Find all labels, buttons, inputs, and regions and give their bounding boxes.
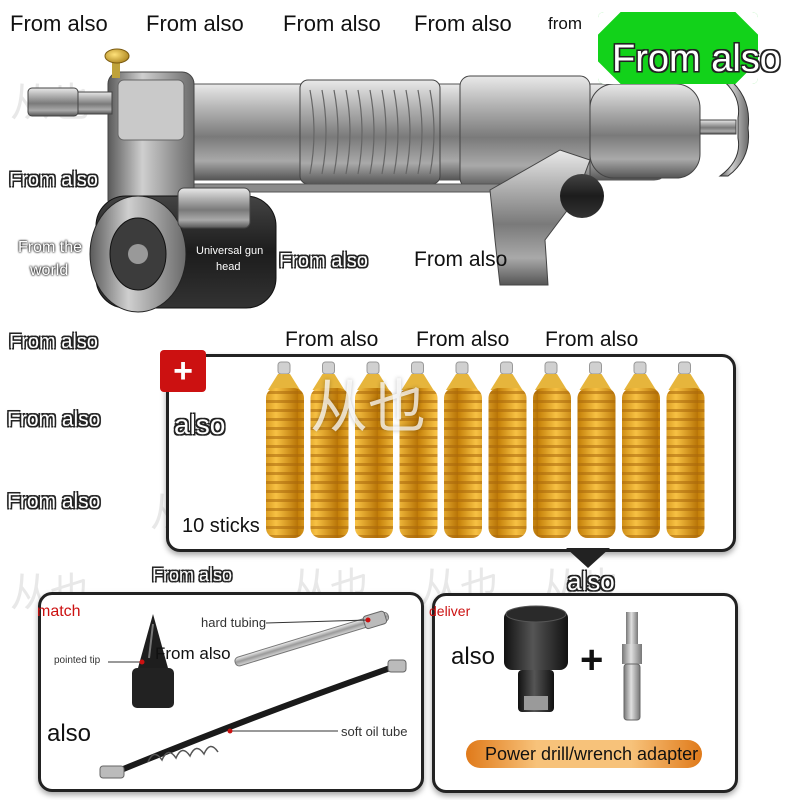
grease-label: From also: [285, 328, 379, 351]
hard-tubing-icon: [234, 611, 390, 667]
adapter-label-pill: [466, 740, 702, 768]
soft-oil-tube-icon: [114, 663, 397, 775]
gun-label: From also: [279, 250, 368, 272]
grease-stick: [310, 361, 349, 538]
match-also: also: [47, 720, 92, 747]
left-label: From also: [7, 408, 101, 431]
left-label: From also: [9, 331, 98, 353]
grease-label: From also: [416, 328, 510, 351]
hex-bit-icon: [622, 612, 642, 721]
world-label-line2: world: [30, 262, 69, 279]
sticks-count: 10 sticks: [182, 515, 260, 537]
pointed-tip-label: pointed tip: [54, 655, 101, 666]
hard-tubing-label: hard tubing: [201, 615, 267, 630]
deliver-also: also: [451, 643, 496, 670]
adapter-label: Power drill/wrench adapter: [485, 744, 699, 764]
top-label: From also: [146, 11, 244, 36]
gun-head-label-line2: head: [216, 261, 241, 273]
match-from-also: From also: [155, 644, 231, 663]
grease-stick: [444, 361, 482, 538]
plus-badge: +: [160, 350, 206, 392]
grease-also: also: [174, 409, 226, 440]
between-label-right: also: [567, 566, 615, 596]
grease-gun-illustration: [27, 48, 750, 313]
grease-stick: [666, 361, 705, 538]
plus-icon: +: [580, 638, 604, 682]
top-label: From also: [414, 11, 512, 36]
grease-stick: [533, 361, 571, 538]
top-label: From also: [10, 11, 108, 36]
soft-oil-tube-label: soft oil tube: [341, 724, 408, 739]
grease-stick: [488, 361, 527, 538]
grease-stick: [622, 361, 660, 538]
grease-label: From also: [545, 328, 639, 351]
gun-label: From also: [414, 248, 508, 271]
grease-stick: [266, 361, 304, 538]
between-label-left: From also: [152, 565, 233, 585]
deliver-title: deliver: [429, 603, 471, 619]
pointed-tip-icon: [138, 614, 168, 668]
socket-adapter-icon: [504, 605, 568, 712]
top-label: from: [548, 14, 582, 33]
plus-symbol: +: [173, 352, 193, 390]
grease-stick: [577, 361, 616, 538]
grease-stick: [399, 361, 438, 538]
gun-head-label-line1: Universal gun: [196, 245, 264, 257]
grease-watermark: 从也: [310, 373, 427, 441]
gun-label: From also: [9, 169, 98, 191]
banner-text: From also: [612, 38, 781, 80]
grease-stick: [355, 361, 393, 538]
match-title: match: [37, 603, 81, 620]
green-banner: [598, 12, 758, 84]
down-arrow: [566, 548, 610, 568]
match-accessories: [99, 610, 407, 779]
left-label: From also: [7, 490, 101, 513]
world-label-line1: From the: [18, 239, 83, 256]
top-label: From also: [283, 11, 381, 36]
deliver-accessories: [504, 605, 642, 721]
grease-sticks: [266, 361, 705, 538]
